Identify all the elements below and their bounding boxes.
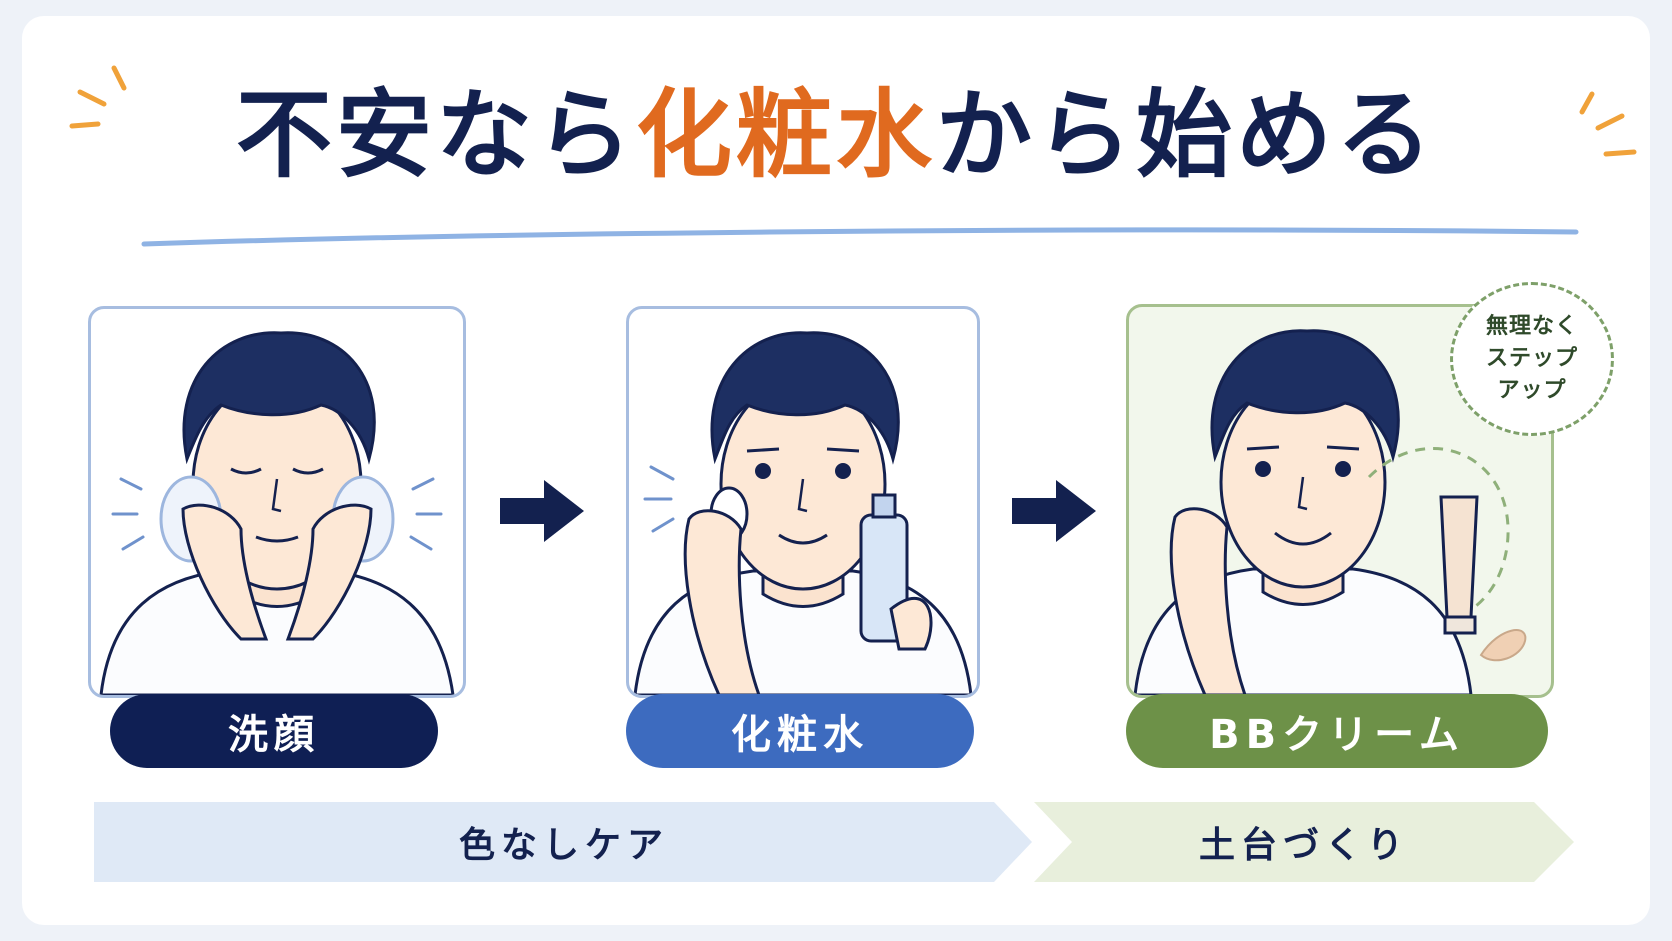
- left-sparkle-icon: [69, 65, 127, 129]
- badge-line-1: 無理なく: [1485, 314, 1578, 340]
- title-accent: 化粧水: [636, 79, 936, 191]
- step-up-badge: 無理なく ステップ アップ: [1450, 282, 1614, 436]
- phase-2-label: 土台づくり: [1198, 825, 1409, 866]
- arrow-right-icon-2: [1012, 480, 1096, 542]
- title-underline: [141, 227, 1579, 247]
- badge-line-3: アップ: [1497, 377, 1567, 403]
- title-part-2: から始める: [936, 79, 1436, 191]
- phase-band-right: [1034, 802, 1574, 882]
- right-sparkle-icon: [1579, 91, 1637, 157]
- step-2-label: 化粧水: [626, 694, 974, 768]
- step-1-label: 洗顔: [110, 694, 438, 768]
- arrow-right-icon: [500, 480, 584, 542]
- page-title: 不安なら化粧水から始める: [0, 78, 1672, 193]
- phase-1-label: 色なしケア: [458, 825, 669, 866]
- step-2-illustration: [626, 306, 980, 698]
- step-3-label: BBクリーム: [1126, 694, 1548, 768]
- step-1-illustration: [88, 306, 466, 698]
- title-part-1: 不安なら: [236, 79, 636, 191]
- phase-band-left: [94, 802, 1032, 882]
- badge-line-2: ステップ: [1485, 346, 1578, 372]
